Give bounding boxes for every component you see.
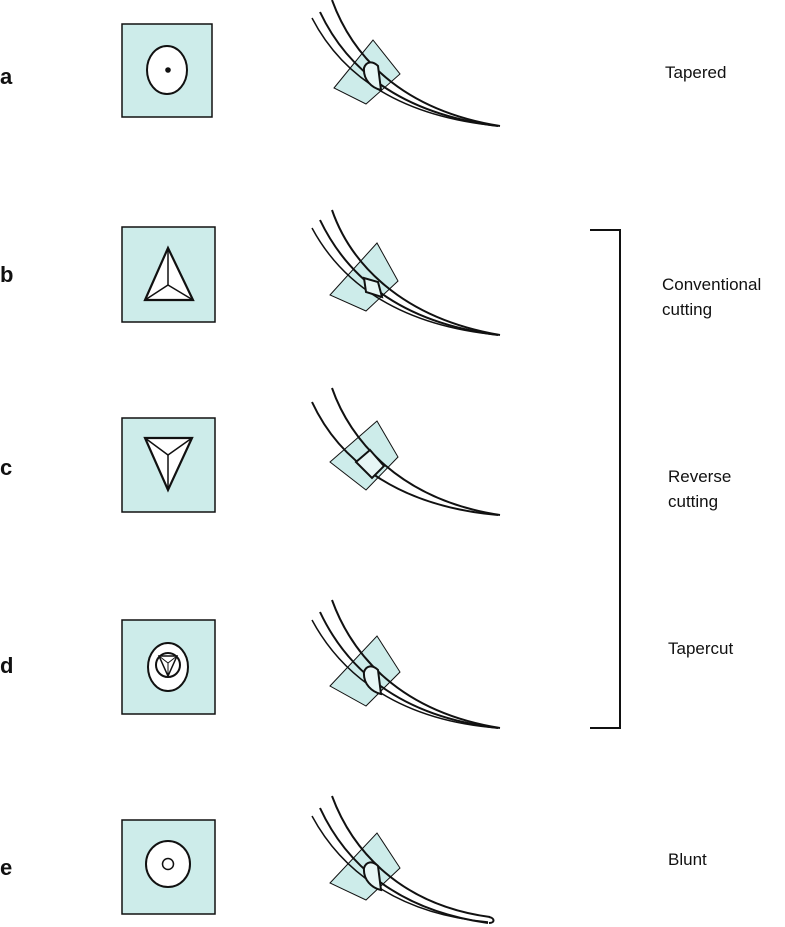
panel-e bbox=[121, 819, 216, 915]
row-letter-d: d bbox=[0, 653, 14, 678]
needle-a bbox=[311, 0, 501, 127]
panel-a bbox=[121, 23, 213, 118]
label-tapercut: Tapercut bbox=[668, 636, 733, 661]
row-letter-b: b bbox=[0, 262, 14, 287]
label-reverse-line1: Reverse bbox=[668, 467, 732, 486]
label-tapercut-text: Tapercut bbox=[668, 639, 734, 658]
row-letter-e: e bbox=[0, 855, 13, 880]
label-tapered-text: Tapered bbox=[665, 63, 727, 82]
label-blunt: Blunt bbox=[668, 847, 707, 872]
label-reverse-cutting: Reverse cutting bbox=[668, 464, 731, 514]
group-bracket bbox=[590, 229, 621, 729]
label-conventional-line2: cutting bbox=[662, 300, 713, 319]
label-blunt-text: Blunt bbox=[668, 850, 707, 869]
panel-c bbox=[121, 417, 216, 513]
row-letter-c: c bbox=[0, 455, 13, 480]
label-conventional-line1: Conventional bbox=[662, 275, 762, 294]
needle-e bbox=[311, 795, 495, 924]
label-reverse-line2: cutting bbox=[668, 492, 719, 511]
needle-b bbox=[311, 209, 501, 336]
needle-d bbox=[311, 599, 501, 729]
panel-d bbox=[121, 619, 216, 715]
needle-c bbox=[311, 387, 501, 516]
label-conventional-cutting: Conventional cutting bbox=[662, 272, 761, 322]
label-tapered: Tapered bbox=[665, 60, 726, 85]
row-letter-a: a bbox=[0, 64, 13, 89]
panel-b bbox=[121, 226, 216, 323]
